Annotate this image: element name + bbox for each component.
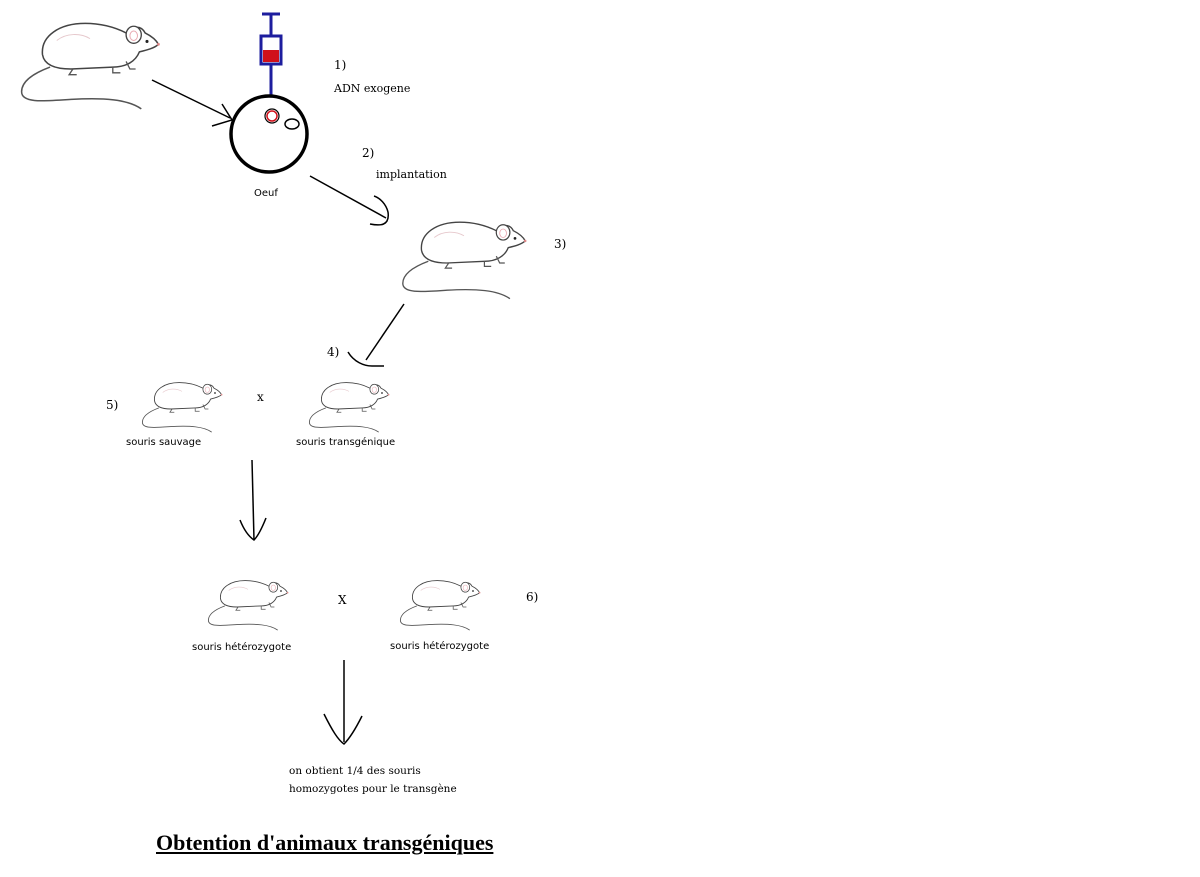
- mouse-transgenic: [308, 382, 390, 433]
- arrow-down-second: [323, 660, 363, 745]
- arrow-down-first: [239, 459, 267, 541]
- heterozygote-label-left: souris hétérozygote: [192, 642, 292, 653]
- implantation-label: implantation: [376, 168, 447, 181]
- result-line-1: on obtient 1/4 des souris: [289, 765, 421, 777]
- result-note: on obtient 1/4 des souris homozygotes po…: [289, 762, 457, 798]
- step-3-label: 3): [554, 237, 567, 251]
- adn-label: ADN exogene: [334, 82, 411, 95]
- transgenic-label: souris transgénique: [296, 437, 396, 448]
- step-5-label: 5): [106, 398, 119, 412]
- arrow-to-egg: [151, 79, 234, 127]
- diagram-title: Obtention d'animaux transgéniques: [156, 830, 494, 855]
- step-6-label: 6): [526, 590, 539, 604]
- cross-symbol-first: x: [257, 390, 264, 404]
- step-4-label: 4): [327, 345, 340, 359]
- mouse-heterozygote-right: [399, 580, 481, 631]
- step-2-label: 2): [362, 146, 375, 160]
- wild-type-label: souris sauvage: [126, 437, 202, 448]
- step-1-label: 1): [334, 58, 347, 72]
- mouse-wild-type: [141, 382, 223, 433]
- arrow-to-offspring: [347, 303, 405, 367]
- mouse-donor: [20, 22, 161, 110]
- result-line-2: homozygotes pour le transgène: [289, 783, 457, 795]
- arrow-implantation: [309, 175, 389, 226]
- mouse-heterozygote-left: [207, 580, 289, 631]
- heterozygote-label-right: souris hétérozygote: [390, 641, 490, 652]
- egg-label: Oeuf: [254, 188, 278, 199]
- egg-cell: [229, 94, 309, 174]
- mouse-surrogate: [402, 221, 528, 300]
- cross-symbol-second: X: [338, 593, 347, 607]
- syringe-icon: [259, 12, 283, 114]
